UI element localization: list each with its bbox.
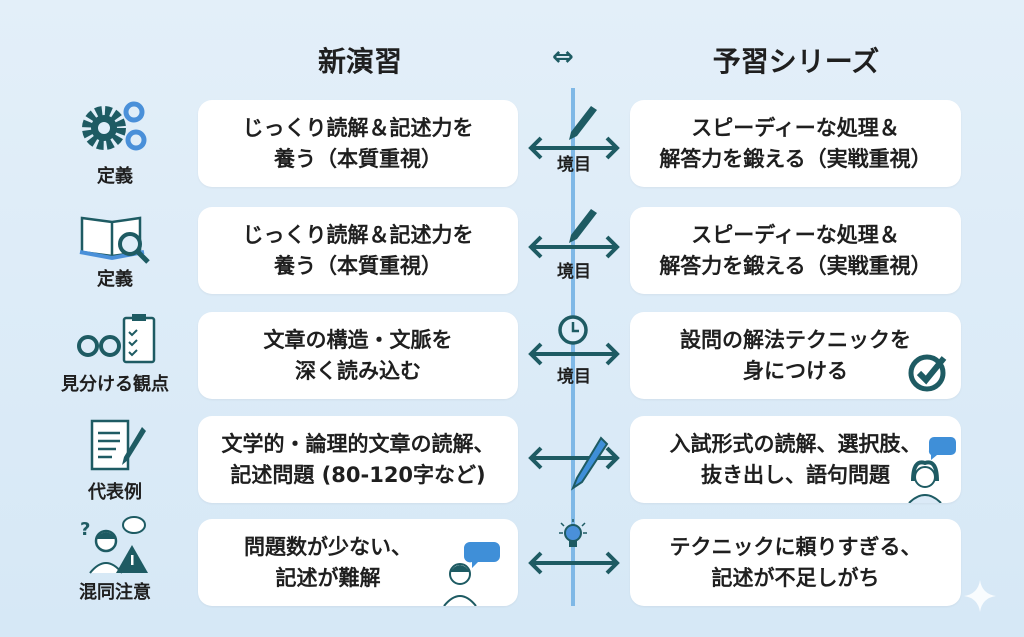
yoshu-series-cell: テクニックに頼りすぎる、 記述が不足しがち: [630, 519, 961, 606]
thinking-person-icon: [443, 542, 500, 606]
swap-arrow-icon: ⇔: [552, 42, 574, 72]
boundary-marker: [525, 519, 623, 606]
boundary-label: 境目: [557, 262, 591, 282]
scroll-pen-icon: [90, 419, 146, 471]
new-enshu-cell: 文学的・論理的文章の読解、 記述問題 (80-120字など): [198, 416, 518, 503]
pen-icon: [569, 209, 597, 243]
clock-icon: [558, 315, 588, 345]
row-label: 定義: [97, 269, 133, 290]
book-magnifier-icon: [79, 216, 150, 264]
pencil-icon: [570, 436, 609, 491]
yoshu-series-cell: スピーディーな処理＆ 解答力を鍛える（実戦重視）: [630, 207, 961, 294]
boundary-label: 境目: [557, 155, 591, 175]
yoshu-series-cell: スピーディーな処理＆ 解答力を鍛える（実戦重視）: [630, 100, 961, 187]
row-label: 見分ける観点: [61, 374, 169, 395]
new-enshu-cell: 文章の構造・文脈を 深く読み込む: [198, 312, 518, 399]
lightbulb-icon: [559, 519, 587, 547]
sparkle-icon: [964, 580, 996, 612]
person-speech-icon: [908, 437, 956, 503]
svg-text:?: ?: [80, 519, 90, 540]
gears-icon: [82, 101, 147, 151]
checkmark-circle-icon: [908, 354, 947, 392]
new-enshu-cell: じっくり読解＆記述力を 養う（本質重視）: [198, 207, 518, 294]
confused-person-warning-icon: ?: [80, 516, 148, 574]
pen-icon: [569, 106, 597, 140]
glasses-checklist-icon: [77, 314, 156, 364]
right-column-title: 予習シリーズ: [712, 45, 880, 78]
row-label: 定義: [97, 166, 133, 187]
boundary-marker: 境目: [525, 207, 623, 294]
boundary-label: 境目: [557, 367, 591, 387]
center-divider-line: [571, 88, 575, 606]
yoshu-series-cell: 設問の解法テクニックを 身につける: [630, 312, 961, 399]
new-enshu-cell: じっくり読解＆記述力を 養う（本質重視）: [198, 100, 518, 187]
boundary-marker: 境目: [525, 312, 623, 399]
yoshu-series-cell: 入試形式の読解、選択肢、 抜き出し、語句問題: [630, 416, 961, 503]
row-label: 代表例: [88, 482, 142, 503]
boundary-marker: [525, 416, 623, 503]
boundary-marker: 境目: [525, 100, 623, 187]
row-label: 混同注意: [79, 582, 151, 603]
left-column-title: 新演習: [317, 45, 402, 78]
new-enshu-cell: 問題数が少ない、 記述が難解: [198, 519, 518, 606]
